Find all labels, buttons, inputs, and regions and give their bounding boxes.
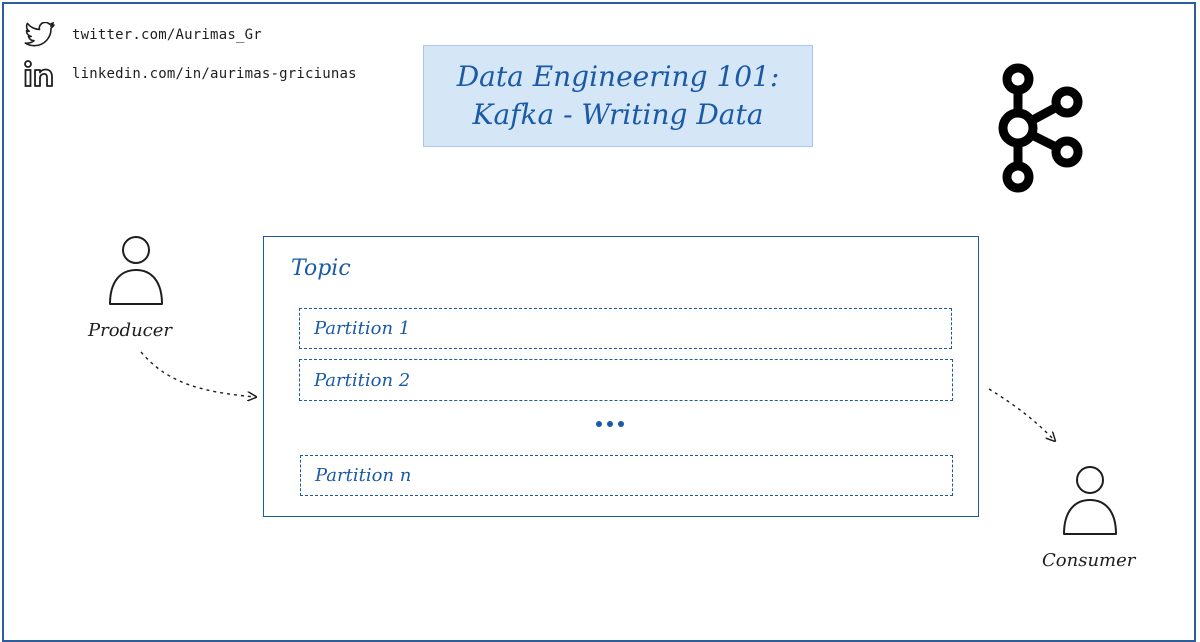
producer-label: Producer [88,320,173,341]
producer-to-topic-arrow [140,351,256,397]
topic-label: Topic [291,256,351,281]
title-box: Data Engineering 101: Kafka - Writing Da… [423,45,813,147]
partition-ellipsis [596,421,624,427]
linkedin-link[interactable]: linkedin.com/in/aurimas-griciunas [24,60,357,88]
topic-to-consumer-arrow [988,388,1055,441]
title-line-2: Kafka - Writing Data [472,98,764,131]
linkedin-handle: linkedin.com/in/aurimas-griciunas [72,66,357,82]
ellipsis-dot [607,421,613,427]
person-icon [109,236,163,305]
twitter-icon [24,22,55,47]
title-line-1: Data Engineering 101: [456,60,780,93]
flow-arrows [140,351,1200,600]
consumer-label: Consumer [1042,550,1136,571]
topic-box: Topic [263,236,979,517]
twitter-handle: twitter.com/Aurimas_Gr [72,27,262,43]
ellipsis-dot [596,421,602,427]
partition-n: Partition n [300,455,953,496]
linkedin-icon [24,60,53,87]
partition-1: Partition 1 [299,308,952,349]
partition-2: Partition 2 [299,359,953,401]
person-icon [1063,466,1117,535]
kafka-logo [998,63,1083,193]
ellipsis-dot [618,421,624,427]
twitter-link[interactable]: twitter.com/Aurimas_Gr [24,22,262,48]
